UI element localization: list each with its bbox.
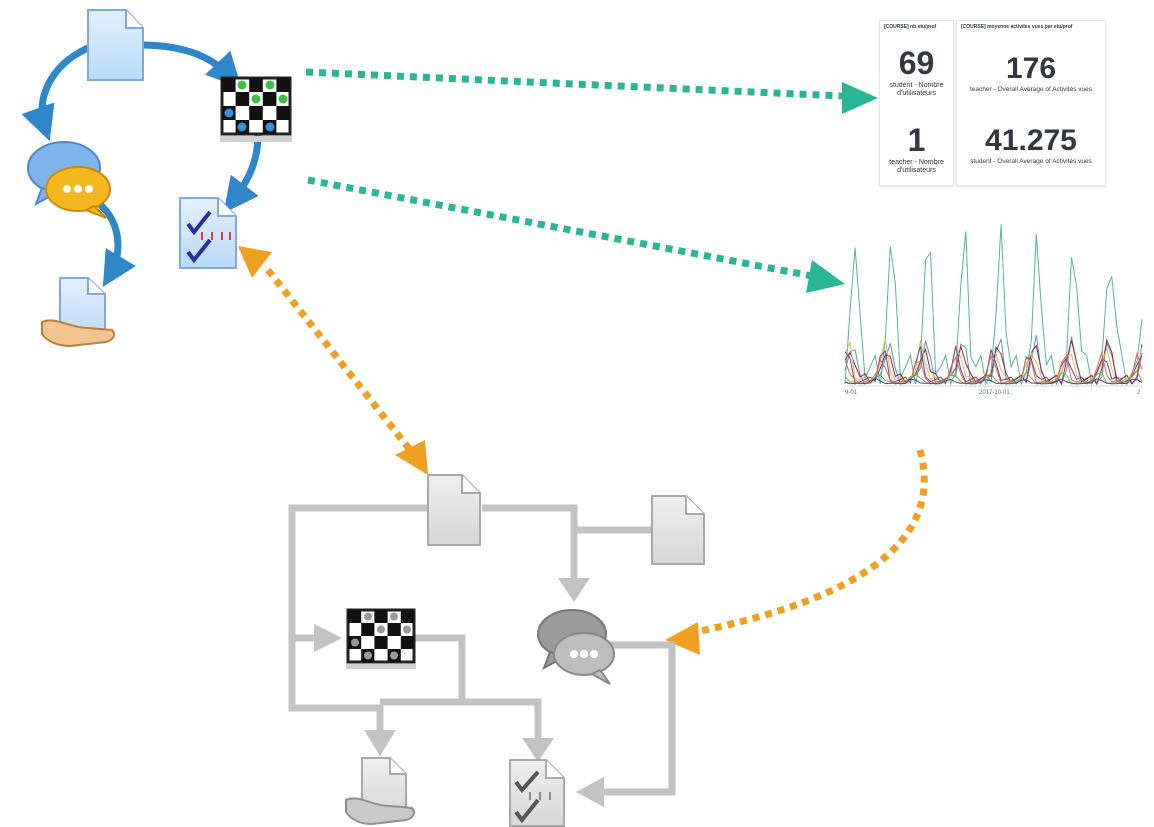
- flow-arrow-doc-to-quiz: [139, 41, 242, 89]
- assignment-submission-icon: [41, 277, 115, 348]
- teal-arrow-to-timeline: [307, 176, 813, 280]
- metric-student-users: 69 student - Nombre d'utilisateurs: [880, 47, 953, 98]
- document-icon: [651, 495, 705, 565]
- quiz-grid-icon: [220, 76, 292, 142]
- metric-label: student - Nombre d'utilisateurs: [880, 82, 953, 98]
- document-icon: [87, 9, 144, 81]
- quiz-grid-icon: [346, 608, 416, 669]
- metric-panel-activities: [COURSE] moyenne activites vues par etu/…: [956, 20, 1106, 186]
- bottom-flow: [288, 504, 676, 796]
- document-icon: [427, 474, 481, 546]
- metric-label-line: teacher - Nombre: [889, 159, 944, 166]
- metric-label-line: student - Nombre: [889, 82, 944, 89]
- metric-label: student - Overall Average of Activités v…: [970, 158, 1092, 165]
- timeline-series-line: [844, 377, 1143, 385]
- timeline-series-line: [844, 338, 1143, 385]
- flow-arrow-doc-to-forum: [21, 44, 90, 142]
- activity-timeline-chart: [844, 224, 1143, 387]
- orange-link-timeline-forum: [689, 449, 928, 637]
- metric-teacher-users: 1 teacher - Nombre d'utilisateurs: [880, 124, 953, 175]
- forum-chat-icon: [537, 609, 615, 685]
- checklist-document-icon: [509, 759, 565, 827]
- metric-label-line: d'utilisateurs: [897, 167, 936, 174]
- timeline-tick-left: 9-01: [845, 390, 858, 396]
- top-flow: [21, 9, 292, 348]
- metric-value: 1: [907, 122, 926, 158]
- flow-arrow-quiz-to-checklist: [223, 134, 262, 214]
- timeline-tick-mid: 2017-10-01: [979, 390, 1010, 396]
- metric-teacher-average: 176 teacher - Overall Average of Activit…: [957, 54, 1105, 94]
- metric-label: teacher - Overall Average of Activités v…: [970, 86, 1092, 93]
- bottom-flow-arrowheads: [314, 578, 604, 807]
- orange-link-checklist-bottomdoc: [265, 267, 413, 453]
- metric-value: 69: [898, 45, 935, 81]
- metric-label: teacher - Nombre d'utilisateurs: [880, 159, 953, 175]
- timeline-tick-right: 2: [1137, 390, 1141, 396]
- teal-arrow-to-dashboard: [305, 68, 843, 100]
- assignment-submission-icon: [345, 757, 415, 826]
- metric-panel-users: [COURSE] nb etu/prof 69 student - Nombre…: [879, 20, 954, 186]
- orange-links: [238, 246, 928, 655]
- checklist-document-icon: [179, 197, 237, 269]
- panel-title: [COURSE] nb etu/prof: [884, 24, 937, 30]
- teal-links: [305, 68, 878, 293]
- metric-label-line: d'utilisateurs: [897, 90, 936, 97]
- metric-student-average: 41.275 student - Overall Average of Acti…: [957, 126, 1105, 166]
- metric-value: 176: [1005, 52, 1057, 85]
- metric-value: 41.275: [985, 124, 1077, 157]
- forum-chat-icon: [27, 141, 111, 219]
- panel-title: [COURSE] moyenne activites vues par etu/…: [961, 24, 1073, 30]
